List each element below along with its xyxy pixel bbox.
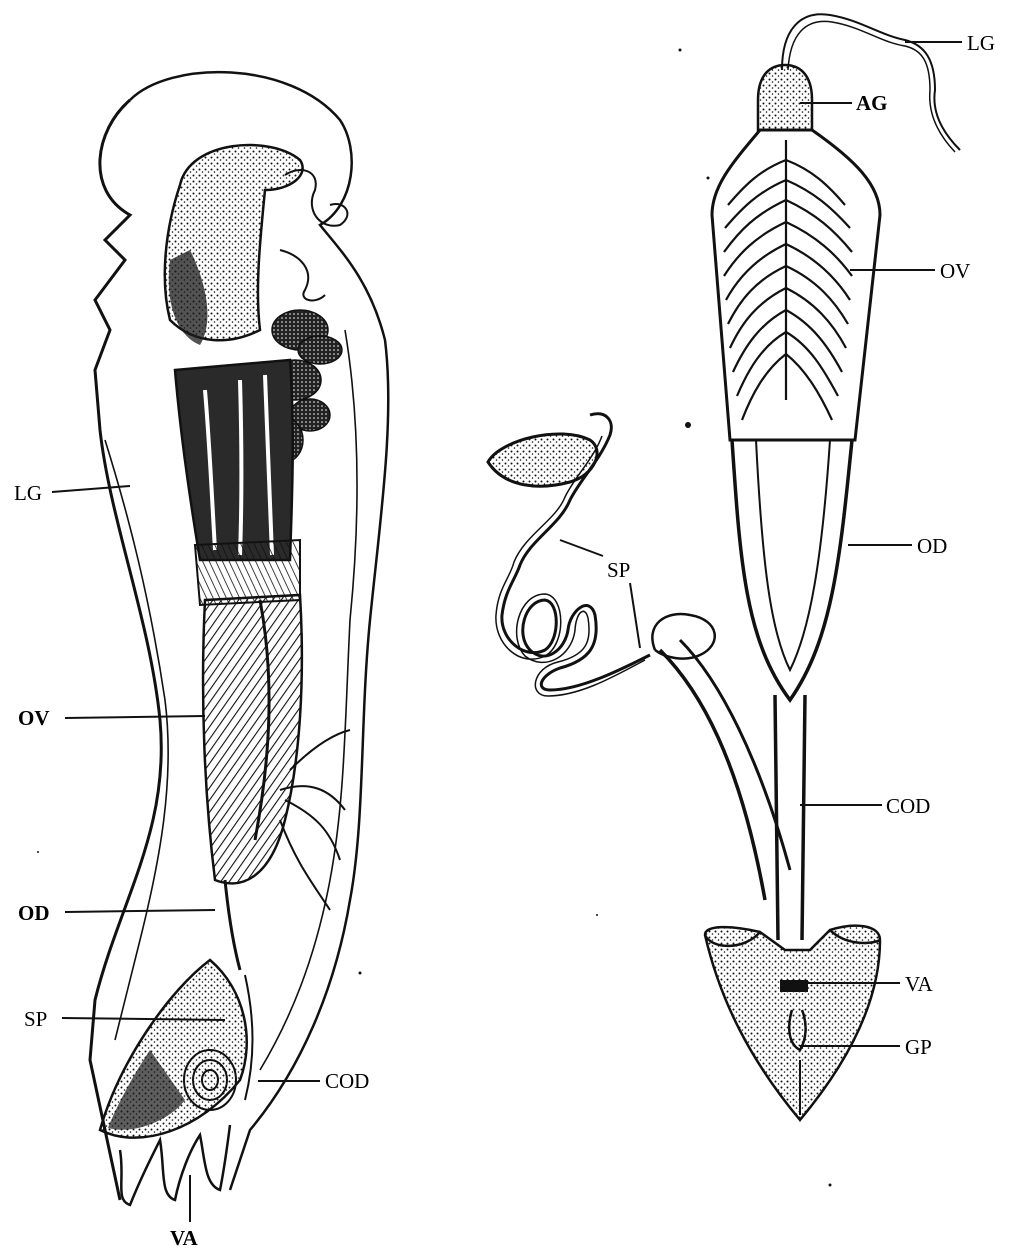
right-va-band bbox=[780, 980, 808, 992]
left-inner-edge-left bbox=[105, 440, 168, 1040]
right-common-oviduct-b bbox=[802, 695, 805, 940]
left-body-column bbox=[175, 360, 293, 560]
left-specimen: LG OV OD SP COD VA bbox=[14, 72, 388, 1250]
right-label-ov: OV bbox=[940, 259, 970, 283]
right-label-va: VA bbox=[905, 972, 933, 996]
right-specimen: LG AG OV OD SP COD VA GP bbox=[488, 14, 995, 1120]
right-label-lg: LG bbox=[967, 31, 995, 55]
right-sp-duct bbox=[660, 650, 765, 900]
right-genital-bulb bbox=[705, 926, 880, 1120]
right-oviduct bbox=[732, 440, 852, 700]
right-label-od: OD bbox=[917, 534, 947, 558]
right-label-gp: GP bbox=[905, 1035, 932, 1059]
right-label-cod: COD bbox=[886, 794, 930, 818]
right-oviduct-inner bbox=[756, 440, 830, 670]
left-oviduct bbox=[225, 880, 240, 970]
left-label-va: VA bbox=[170, 1226, 198, 1250]
left-label-od: OD bbox=[18, 901, 50, 925]
left-label-sp: SP bbox=[24, 1007, 47, 1031]
left-ovary bbox=[203, 595, 302, 883]
left-coil-top-2 bbox=[280, 250, 325, 300]
right-label-ag: AG bbox=[856, 91, 888, 115]
left-label-cod: COD bbox=[325, 1069, 369, 1093]
right-sp-sac bbox=[488, 434, 597, 486]
right-label-sp: SP bbox=[607, 558, 630, 582]
left-label-lg: LG bbox=[14, 481, 42, 505]
left-label-ov: OV bbox=[18, 706, 50, 730]
